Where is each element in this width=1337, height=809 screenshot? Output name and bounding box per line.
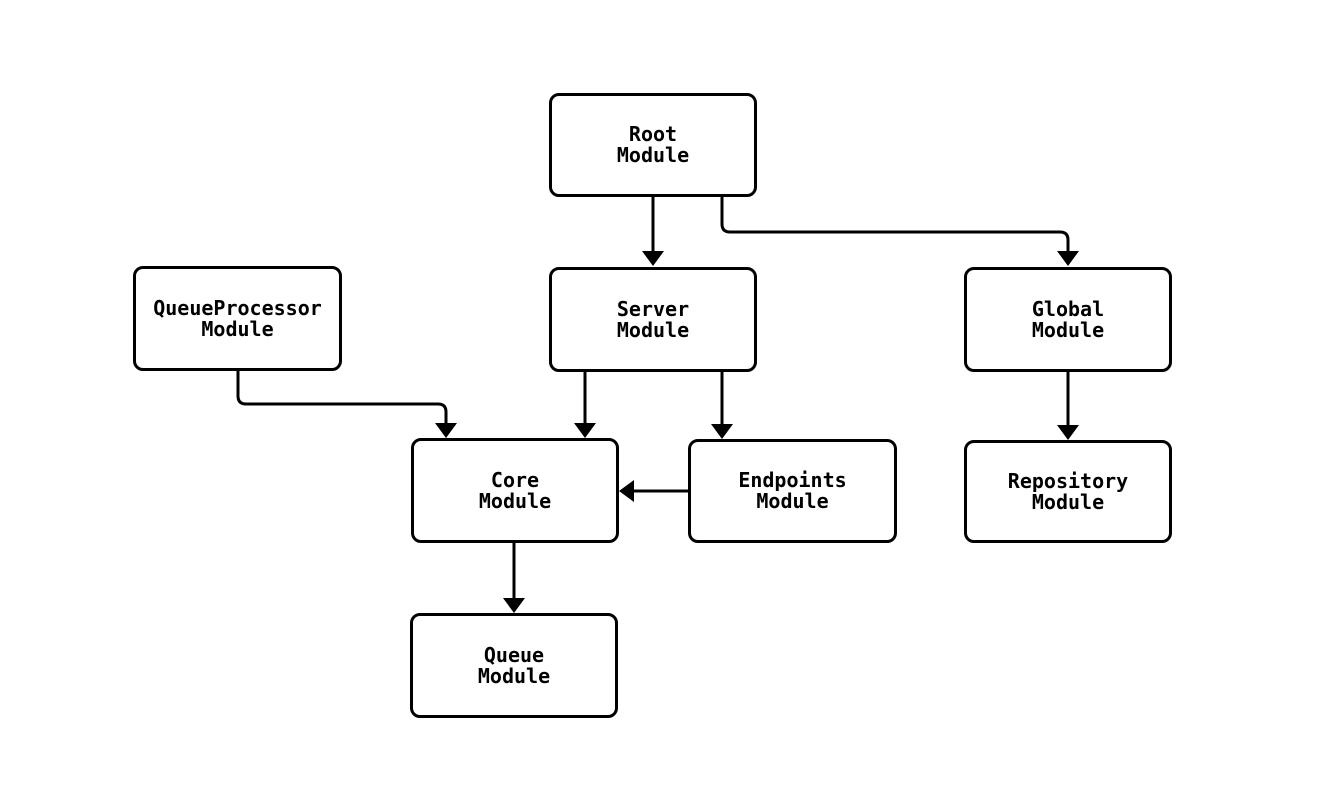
arrowhead-icon <box>435 423 457 438</box>
node-label-line2: Module <box>477 663 551 688</box>
edge-core-to-queue <box>503 543 525 613</box>
node-queueprocessor-module: QueueProcessor Module <box>133 266 342 371</box>
node-label-line2: Module <box>1031 489 1105 514</box>
node-core-module: Core Module <box>411 438 619 543</box>
node-global-module: Global Module <box>964 267 1172 372</box>
arrowhead-icon <box>642 251 664 266</box>
node-label-line1: Server <box>616 296 690 321</box>
arrowhead-icon <box>1057 251 1079 266</box>
edge-global-to-repository <box>1057 372 1079 440</box>
edge-server-to-core <box>574 372 596 438</box>
node-queue-module: Queue Module <box>410 613 618 718</box>
node-label-line2: Module <box>756 489 829 513</box>
arrowhead-icon <box>711 424 733 439</box>
node-label-line1: Endpoints <box>738 468 847 492</box>
node-server-module: Server Module <box>549 267 757 372</box>
node-label-line2: Module <box>478 488 552 513</box>
edge-endpoints-to-core <box>619 480 688 502</box>
node-label-line1: QueueProcessor <box>153 295 322 320</box>
node-label-line1: Root <box>628 122 678 146</box>
node-label-line1: Core <box>490 467 540 492</box>
arrowhead-icon <box>1057 425 1079 440</box>
node-label-line1: Repository <box>1007 468 1129 493</box>
node-label-line2: Module <box>616 143 690 167</box>
arrowhead-icon <box>574 423 596 438</box>
arrowhead-icon <box>503 598 525 613</box>
edge-root-to-global <box>720 197 1079 266</box>
edge-server-to-endpoints <box>711 372 733 439</box>
arrowhead-icon <box>619 480 634 502</box>
node-label-line2: Module <box>1031 317 1105 342</box>
node-label-line1: Queue <box>483 642 545 667</box>
node-endpoints-module: Endpoints Module <box>688 439 897 543</box>
node-root-module: Root Module <box>549 93 757 197</box>
node-repository-module: Repository Module <box>964 440 1172 543</box>
edge-line <box>720 197 1070 251</box>
node-label-line2: Module <box>616 317 690 342</box>
edge-line <box>236 371 448 423</box>
edge-queueprocessor-to-core <box>236 371 457 438</box>
node-label-line1: Global <box>1031 296 1105 321</box>
node-label-line2: Module <box>201 316 274 341</box>
edge-root-to-server <box>642 197 664 266</box>
